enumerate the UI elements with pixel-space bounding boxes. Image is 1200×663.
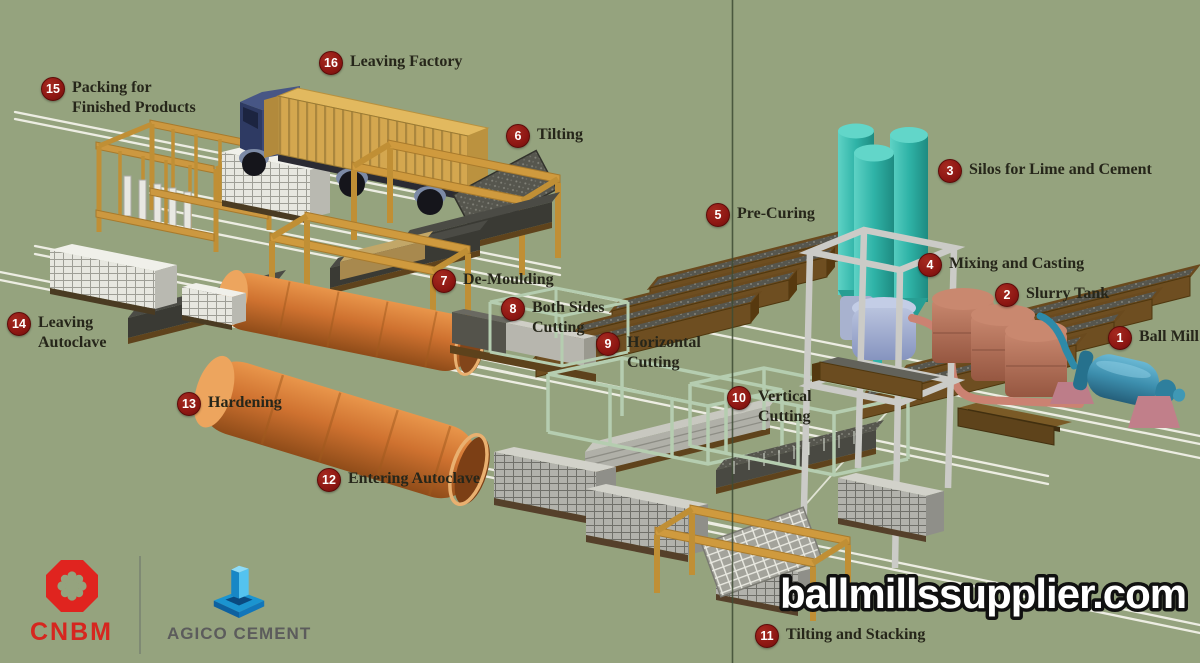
step-badge: 5 <box>706 203 730 227</box>
slurry-tanks <box>932 288 1067 397</box>
step-3-silos: 3 Silos for Lime and Cement <box>938 159 1152 183</box>
step-label: Both Sides Cutting <box>532 299 605 336</box>
cnbm-logo: CNBM <box>30 556 113 647</box>
step-badge: 9 <box>596 332 620 356</box>
step-badge: 6 <box>506 124 530 148</box>
step-label: Ball Mill <box>1139 328 1199 345</box>
step-12-entering-autoclave: 12 Entering Autoclave <box>317 468 480 492</box>
tilting-gantry <box>351 139 561 275</box>
watermark: ballmillssupplier.com <box>778 567 1188 621</box>
step-label: Pre-Curing <box>737 205 815 222</box>
step-badge: 7 <box>432 269 456 293</box>
step-1-ball-mill: 1 Ball Mill <box>1108 326 1199 350</box>
step-label: Leaving Factory <box>350 53 463 70</box>
step-label: Entering Autoclave <box>348 470 480 487</box>
step-badge: 15 <box>41 77 65 101</box>
step-badge: 11 <box>755 624 779 648</box>
step-badge: 3 <box>938 159 962 183</box>
horizontal-cutting-machine <box>546 356 784 480</box>
both-sides-cutting-machine <box>450 286 630 382</box>
step-badge: 10 <box>727 386 751 410</box>
step-badge: 1 <box>1108 326 1132 350</box>
ball-mill <box>1036 312 1186 428</box>
step-label: Silos for Lime and Cement <box>969 161 1152 178</box>
step-label: Tilting and Stacking <box>786 626 926 643</box>
watermark-text: ballmillssupplier.com <box>780 570 1186 617</box>
step-badge: 16 <box>319 51 343 75</box>
step-badge: 12 <box>317 468 341 492</box>
cnbm-wordmark: CNBM <box>30 618 113 646</box>
step-badge: 4 <box>918 253 942 277</box>
brand-logos: CNBM AGICO CEMENT <box>30 556 311 654</box>
step-badge: 13 <box>177 392 201 416</box>
step-9-horizontal-cutting: 9 Horizontal Cutting <box>596 332 701 372</box>
step-8-both-sides-cutting: 8 Both Sides Cutting <box>501 297 604 337</box>
step-6-tilting: 6 Tilting <box>506 124 583 148</box>
vertical-cutting-machine <box>688 366 910 494</box>
delivery-truck <box>239 86 490 215</box>
step-label: Tilting <box>537 126 583 143</box>
logo-divider <box>139 556 141 654</box>
step-10-vertical-cutting: 10 Vertical Cutting <box>727 386 812 426</box>
step-7-de-moulding: 7 De-Moulding <box>432 269 554 293</box>
step-label: Horizontal Cutting <box>627 334 701 371</box>
step-badge: 2 <box>995 283 1019 307</box>
agico-tower-icon <box>213 565 265 619</box>
step-14-leaving-autoclave: 14 Leaving Autoclave <box>7 312 106 352</box>
step-label: Mixing and Casting <box>949 255 1085 272</box>
tilting-stacking-area <box>654 504 851 621</box>
step-label: Slurry Tank <box>1026 285 1110 302</box>
step-5-pre-curing: 5 Pre-Curing <box>706 203 815 227</box>
step-badge: 14 <box>7 312 31 336</box>
silos <box>838 123 928 365</box>
step-15-packing: 15 Packing for Finished Products <box>41 77 196 117</box>
step-16-leaving-factory: 16 Leaving Factory <box>319 51 462 75</box>
step-badge: 8 <box>501 297 525 321</box>
step-label: Vertical Cutting <box>758 388 812 425</box>
cnbm-octagon-icon <box>45 560 98 612</box>
step-label: Hardening <box>208 394 282 411</box>
leaving-autoclave-stacks <box>50 244 246 330</box>
step-13-hardening: 13 Hardening <box>177 392 282 416</box>
step-label: Packing for Finished Products <box>72 79 196 116</box>
empty-mould-on-rail <box>957 403 1072 446</box>
step-11-tilting-stacking: 11 Tilting and Stacking <box>755 624 925 648</box>
silo-tower <box>798 123 1084 569</box>
step-2-slurry-tank: 2 Slurry Tank <box>995 283 1109 307</box>
agico-logo: AGICO CEMENT <box>167 556 311 644</box>
step-label: Leaving Autoclave <box>38 314 107 351</box>
step-4-mixing-casting: 4 Mixing and Casting <box>918 253 1084 277</box>
casting-mould <box>812 357 940 401</box>
step-label: De-Moulding <box>463 271 554 288</box>
agico-wordmark: AGICO CEMENT <box>167 624 312 643</box>
